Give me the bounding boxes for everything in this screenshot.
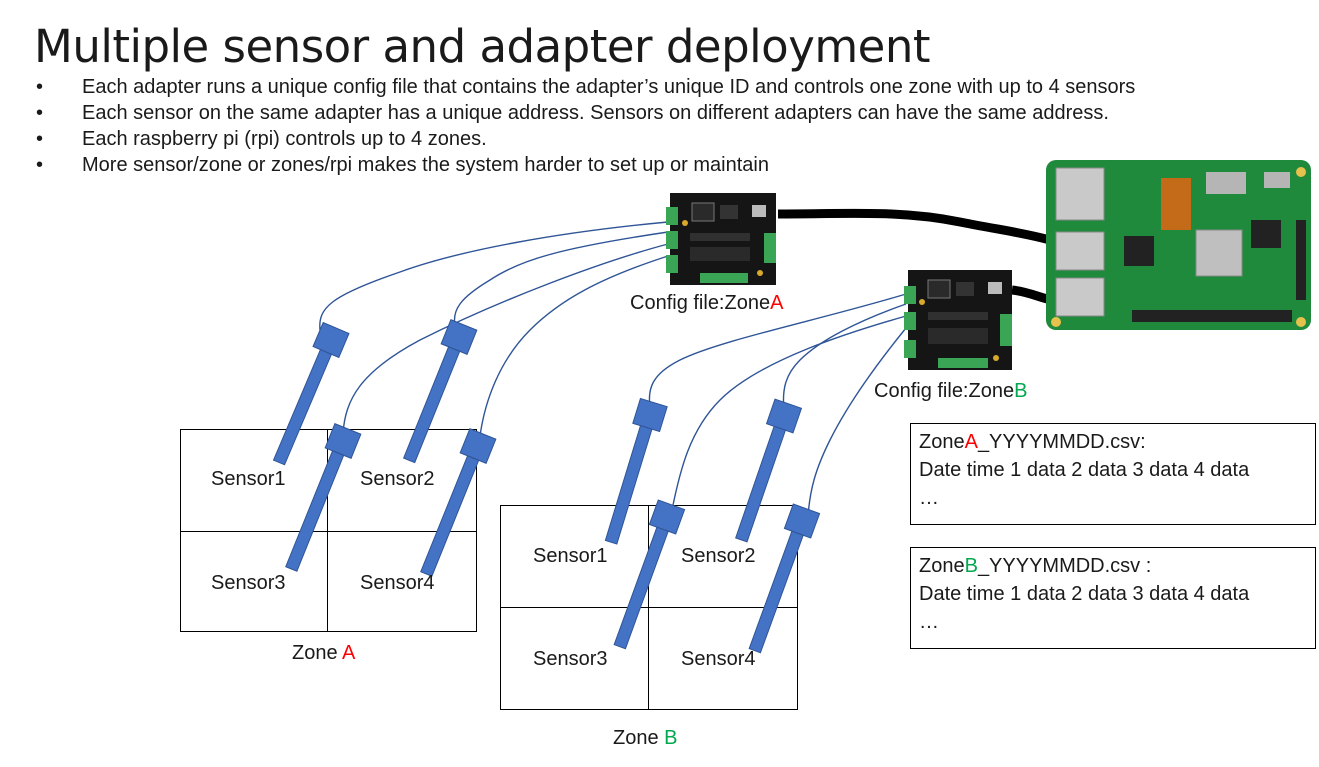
csv-a-ellipsis: …: [919, 487, 939, 509]
bullet-text: Each sensor on the same adapter has a un…: [82, 102, 1109, 124]
zone-a-label: Zone A: [292, 642, 356, 664]
wire-group-a: [319, 221, 669, 437]
wire-group-b: [648, 293, 907, 517]
sensor-probe-icon: [285, 423, 362, 572]
zone-b-sensor1-label: Sensor1: [533, 545, 608, 567]
config-b-label: Config file:ZoneB: [874, 380, 1028, 402]
bullet-text: Each adapter runs a unique config file t…: [82, 76, 1136, 98]
sensor-probe-icon: [420, 428, 497, 577]
bullet-text: Each raspberry pi (rpi) controls up to 4…: [82, 128, 487, 150]
bullet-item: •Each raspberry pi (rpi) controls up to …: [36, 128, 487, 150]
csv-a-data-line: Date time 1 data 2 data 3 data 4 data: [919, 459, 1250, 481]
sensor-probe-icon: [272, 321, 350, 466]
zone-a-sensor3-label: Sensor3: [211, 572, 286, 594]
bullet-item: •Each adapter runs a unique config file …: [36, 76, 1136, 98]
zone-b-sensor2-label: Sensor2: [681, 545, 756, 567]
zone-b-cell-4: [648, 607, 798, 710]
sensor-probe-icon: [604, 397, 668, 545]
csv-b-data-line: Date time 1 data 2 data 3 data 4 data: [919, 583, 1250, 605]
zone-a-sensor2-label: Sensor2: [360, 468, 435, 490]
csv-box-zone-a: ZoneA_YYYYMMDD.csv: Date time 1 data 2 d…: [910, 423, 1316, 525]
page-title: Multiple sensor and adapter deployment: [34, 20, 931, 73]
usb-cable-icon: [777, 208, 1052, 245]
zone-b-sensor4-label: Sensor4: [681, 648, 756, 670]
csv-box-zone-b: ZoneB_YYYYMMDD.csv : Date time 1 data 2 …: [910, 547, 1316, 649]
sensor-probes-b: [604, 397, 821, 654]
sensor-probes-a: [272, 319, 497, 577]
zone-a-sensor4-label: Sensor4: [360, 572, 435, 594]
bullet-item: •Each sensor on the same adapter has a u…: [36, 102, 1109, 124]
zone-a-cell-4: [327, 531, 477, 632]
csv-b-ellipsis: …: [919, 611, 939, 633]
sensor-probe-icon: [735, 398, 803, 543]
sensor-probe-icon: [748, 503, 821, 654]
csv-a-filename: ZoneA_YYYYMMDD.csv:: [919, 431, 1146, 453]
zone-a-sensor1-label: Sensor1: [211, 468, 286, 490]
csv-b-filename: ZoneB_YYYYMMDD.csv :: [919, 555, 1152, 577]
config-a-label: Config file:ZoneA: [630, 292, 784, 314]
bullet-text: More sensor/zone or zones/rpi makes the …: [82, 154, 769, 176]
bullet-list: •Each adapter runs a unique config file …: [34, 74, 1135, 178]
zone-b-label: Zone B: [613, 727, 678, 749]
sensor-probe-icon: [613, 499, 686, 650]
zone-b-sensor3-label: Sensor3: [533, 648, 608, 670]
sensor-probe-icon: [402, 319, 478, 464]
raspberry-pi-icon: [1046, 160, 1311, 330]
bullet-item: •More sensor/zone or zones/rpi makes the…: [36, 154, 769, 176]
adapter-board-icon: [666, 193, 776, 285]
adapter-board-icon: [904, 270, 1012, 370]
